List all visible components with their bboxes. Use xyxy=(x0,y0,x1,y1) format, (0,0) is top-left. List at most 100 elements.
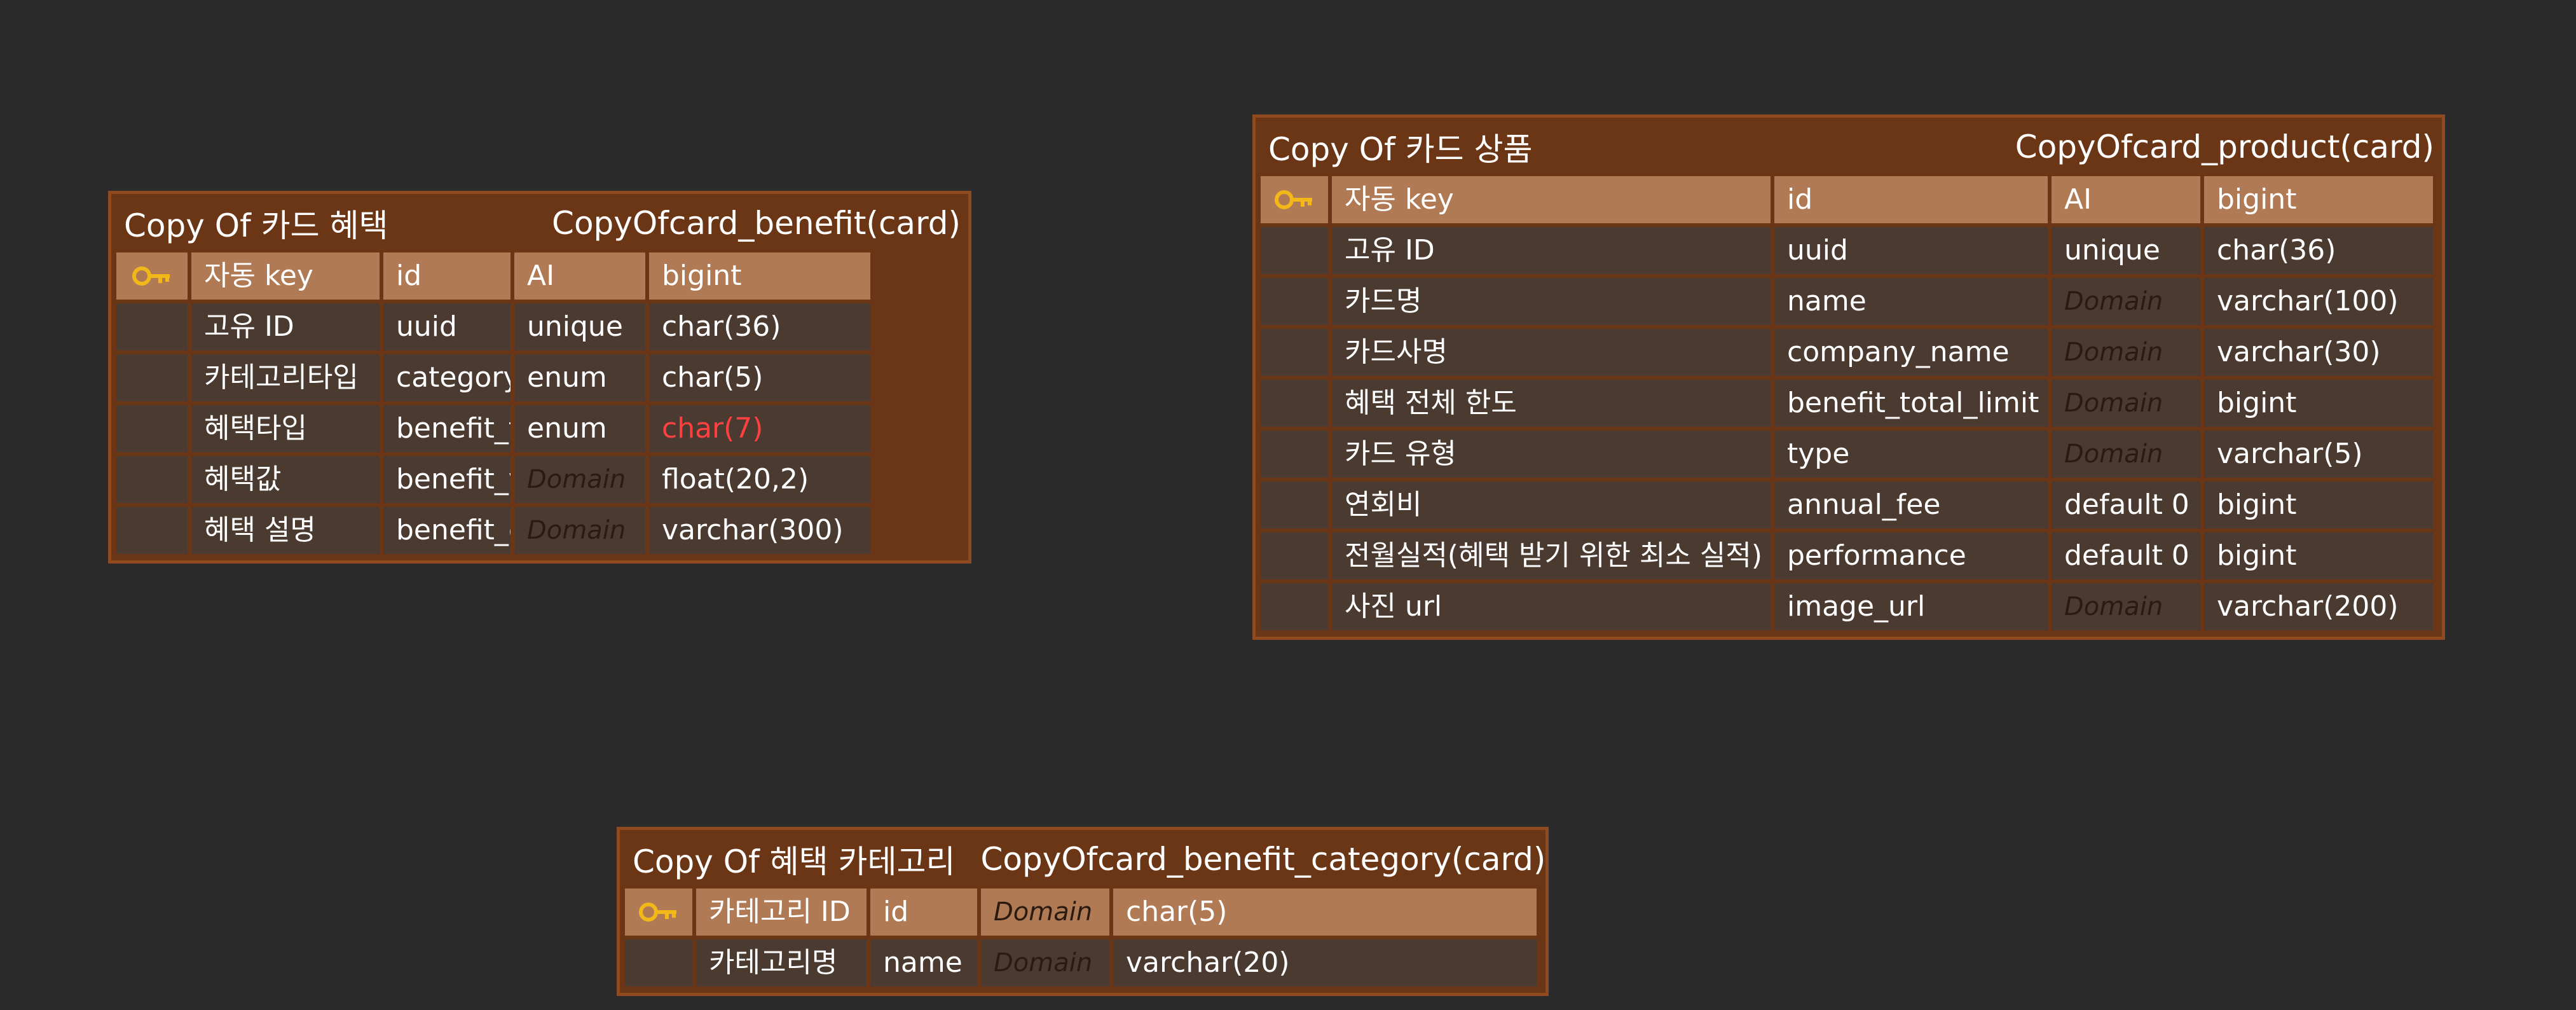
physical-name-cell[interactable]: type xyxy=(1774,431,2048,478)
key-cell xyxy=(116,303,188,350)
option-cell[interactable]: Domain xyxy=(981,889,1109,936)
physical-name-cell[interactable]: category_type xyxy=(383,354,510,401)
key-cell xyxy=(116,507,188,554)
option-cell[interactable]: default 0 xyxy=(2052,532,2200,579)
table-header[interactable]: Copy Of 혜택 카테고리 CopyOfcard_benefit_categ… xyxy=(625,830,1545,889)
option-cell[interactable]: Domain xyxy=(2052,278,2200,325)
data-type-cell[interactable]: bigint xyxy=(2204,532,2433,579)
key-cell xyxy=(1261,532,1328,579)
physical-name-cell[interactable]: uuid xyxy=(383,303,510,350)
option-cell[interactable]: enum xyxy=(514,405,645,452)
logical-name-cell[interactable]: 자동 key xyxy=(1332,176,1771,223)
data-type-cell[interactable]: varchar(100) xyxy=(2204,278,2433,325)
table-logical-name: Copy Of 카드 혜택 xyxy=(124,207,388,244)
option-cell[interactable]: Domain xyxy=(514,507,645,554)
option-cell[interactable]: unique xyxy=(2052,227,2200,274)
physical-name-cell[interactable]: benefit_total_limit xyxy=(1774,380,2048,427)
data-type-cell[interactable]: char(36) xyxy=(649,303,870,350)
key-cell xyxy=(1261,380,1328,427)
key-cell xyxy=(1261,583,1328,630)
physical-name-cell[interactable]: annual_fee xyxy=(1774,481,2048,529)
option-cell[interactable]: unique xyxy=(514,303,645,350)
logical-name-cell[interactable]: 연회비 xyxy=(1332,481,1771,529)
option-cell[interactable]: Domain xyxy=(2052,380,2200,427)
table-card-product[interactable]: Copy Of 카드 상품 CopyOfcard_product(card) 자… xyxy=(1252,114,2445,640)
data-type-cell[interactable]: varchar(30) xyxy=(2204,329,2433,376)
physical-name-cell[interactable]: image_url xyxy=(1774,583,2048,630)
data-type-cell[interactable]: bigint xyxy=(2204,176,2433,223)
physical-name-cell[interactable]: id xyxy=(870,889,977,936)
data-type-cell[interactable]: char(5) xyxy=(649,354,870,401)
key-icon xyxy=(638,901,679,924)
logical-name-cell[interactable]: 카드 유형 xyxy=(1332,431,1771,478)
logical-name-cell[interactable]: 혜택타입 xyxy=(191,405,380,452)
key-cell xyxy=(1261,481,1328,529)
option-cell[interactable]: Domain xyxy=(2052,431,2200,478)
table-benefit-category[interactable]: Copy Of 혜택 카테고리 CopyOfcard_benefit_categ… xyxy=(617,827,1549,996)
key-cell xyxy=(116,354,188,401)
table-header[interactable]: Copy Of 카드 혜택 CopyOfcard_benefit(card) xyxy=(116,194,963,253)
physical-name-cell[interactable]: benefit_value xyxy=(383,456,510,503)
key-icon xyxy=(1274,188,1315,211)
physical-name-cell[interactable]: id xyxy=(1774,176,2048,223)
logical-name-cell[interactable]: 자동 key xyxy=(191,253,380,300)
data-type-cell[interactable]: char(36) xyxy=(2204,227,2433,274)
logical-name-cell[interactable]: 혜택 전체 한도 xyxy=(1332,380,1771,427)
physical-name-cell[interactable]: id xyxy=(383,253,510,300)
data-type-cell[interactable]: varchar(5) xyxy=(2204,431,2433,478)
physical-name-cell[interactable]: benefit_desc xyxy=(383,507,510,554)
logical-name-cell[interactable]: 카드사명 xyxy=(1332,329,1771,376)
key-cell xyxy=(1261,227,1328,274)
data-type-cell[interactable]: varchar(200) xyxy=(2204,583,2433,630)
option-cell[interactable]: default 0 xyxy=(2052,481,2200,529)
logical-name-cell[interactable]: 카드명 xyxy=(1332,278,1771,325)
key-cell xyxy=(116,405,188,452)
physical-name-cell[interactable]: performance xyxy=(1774,532,2048,579)
logical-name-cell[interactable]: 고유 ID xyxy=(191,303,380,350)
table-card-benefit[interactable]: Copy Of 카드 혜택 CopyOfcard_benefit(card) 자… xyxy=(108,191,971,564)
data-type-cell[interactable]: varchar(300) xyxy=(649,507,870,554)
table-physical-name: CopyOfcard_benefit_category(card) xyxy=(980,841,1546,878)
key-cell xyxy=(1261,329,1328,376)
key-cell xyxy=(1261,431,1328,478)
physical-name-cell[interactable]: name xyxy=(870,939,977,986)
logical-name-cell[interactable]: 카테고리명 xyxy=(696,939,867,986)
physical-name-cell[interactable]: benefit_type xyxy=(383,405,510,452)
data-type-cell[interactable]: bigint xyxy=(649,253,870,300)
logical-name-cell[interactable]: 혜택값 xyxy=(191,456,380,503)
option-cell[interactable]: AI xyxy=(2052,176,2200,223)
data-type-cell[interactable]: char(7) xyxy=(649,405,870,452)
logical-name-cell[interactable]: 사진 url xyxy=(1332,583,1771,630)
option-cell[interactable]: Domain xyxy=(514,456,645,503)
logical-name-cell[interactable]: 전월실적(혜택 받기 위한 최소 실적) xyxy=(1332,532,1771,579)
data-type-cell[interactable]: float(20,2) xyxy=(649,456,870,503)
table-logical-name: Copy Of 혜택 카테고리 xyxy=(633,843,956,880)
option-cell[interactable]: AI xyxy=(514,253,645,300)
logical-name-cell[interactable]: 고유 ID xyxy=(1332,227,1771,274)
option-cell[interactable]: Domain xyxy=(981,939,1109,986)
option-cell[interactable]: Domain xyxy=(2052,329,2200,376)
physical-name-cell[interactable]: name xyxy=(1774,278,2048,325)
data-type-cell[interactable]: varchar(20) xyxy=(1113,939,1537,986)
logical-name-cell[interactable]: 카테고리타입 xyxy=(191,354,380,401)
table-header[interactable]: Copy Of 카드 상품 CopyOfcard_product(card) xyxy=(1261,118,2437,176)
table-physical-name: CopyOfcard_benefit(card) xyxy=(552,205,961,242)
data-type-cell[interactable]: char(5) xyxy=(1113,889,1537,936)
physical-name-cell[interactable]: uuid xyxy=(1774,227,2048,274)
key-icon xyxy=(132,265,172,287)
key-cell xyxy=(625,939,692,986)
option-cell[interactable]: Domain xyxy=(2052,583,2200,630)
data-type-cell[interactable]: bigint xyxy=(2204,380,2433,427)
logical-name-cell[interactable]: 카테고리 ID xyxy=(696,889,867,936)
logical-name-cell[interactable]: 혜택 설명 xyxy=(191,507,380,554)
table-physical-name: CopyOfcard_product(card) xyxy=(2015,128,2434,165)
key-cell xyxy=(116,456,188,503)
option-cell[interactable]: enum xyxy=(514,354,645,401)
key-icon-cell xyxy=(1261,176,1328,223)
key-cell xyxy=(1261,278,1328,325)
physical-name-cell[interactable]: company_name xyxy=(1774,329,2048,376)
key-icon-cell xyxy=(116,253,188,300)
data-type-cell[interactable]: bigint xyxy=(2204,481,2433,529)
